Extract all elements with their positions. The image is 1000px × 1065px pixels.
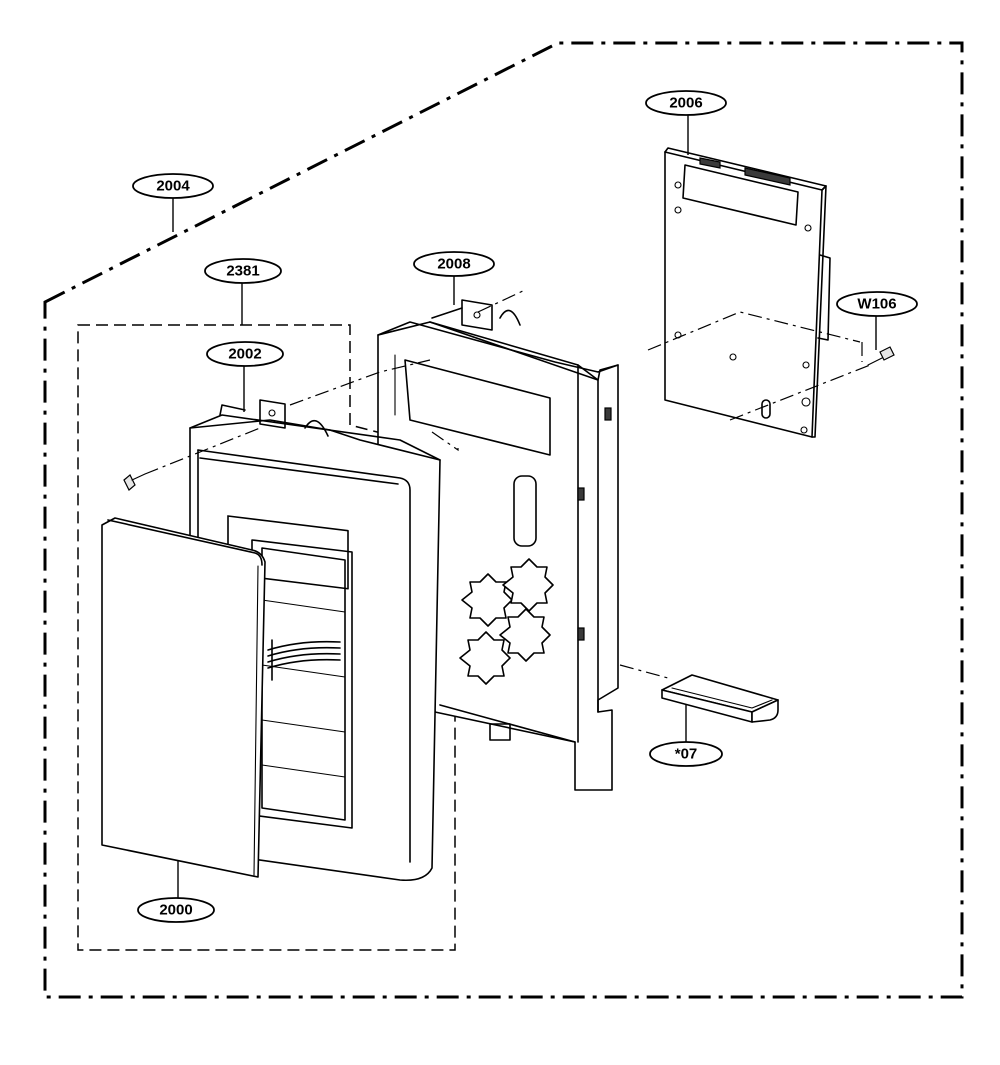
callout-2004: 2004 <box>132 173 214 199</box>
label-2002: 2002 <box>228 346 261 363</box>
label-2004: 2004 <box>156 178 190 195</box>
guide-line-7 <box>619 664 669 679</box>
guide-line-1 <box>144 427 261 475</box>
label-07: *07 <box>675 746 698 763</box>
callout-2002: 2002 <box>206 341 284 367</box>
callout-2008: 2008 <box>413 251 495 277</box>
screw-right <box>867 346 895 366</box>
guide-line-2 <box>289 359 431 406</box>
callout-07: *07 <box>649 741 723 767</box>
label-2000: 2000 <box>159 902 192 919</box>
subassembly-boundary-2381 <box>77 324 456 951</box>
label-w106: W106 <box>857 296 896 313</box>
guide-line-8 <box>431 431 459 452</box>
label-2381: 2381 <box>226 263 259 280</box>
guide-line-4 <box>647 311 861 351</box>
screw-left <box>123 473 146 491</box>
pcb-board <box>664 147 831 438</box>
callout-w106: W106 <box>836 291 918 317</box>
callout-2000: 2000 <box>137 897 215 923</box>
guide-line-3 <box>477 289 526 313</box>
knob-part <box>661 674 779 723</box>
bracket-housing <box>377 299 619 791</box>
label-2008: 2008 <box>437 256 470 273</box>
label-2006: 2006 <box>669 95 702 112</box>
front-cover <box>101 517 266 878</box>
assembly-boundary-2004 <box>43 41 964 999</box>
callout-2381: 2381 <box>204 258 282 284</box>
callout-2006: 2006 <box>645 90 727 116</box>
guide-line-5 <box>729 364 871 421</box>
